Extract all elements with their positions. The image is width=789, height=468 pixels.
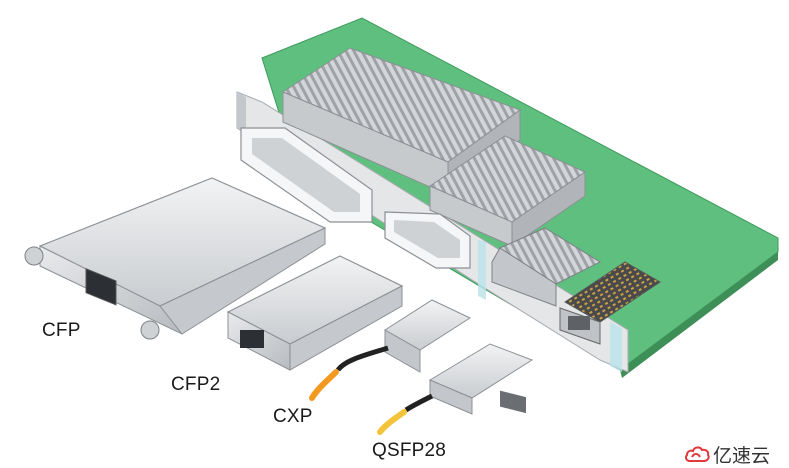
cxp-cable-orange — [309, 369, 339, 401]
pcb-board-edge — [620, 252, 778, 378]
qsfp28-cable-black — [404, 393, 434, 413]
cfp-screw-right — [140, 320, 160, 340]
cfp-lc-port — [85, 268, 117, 306]
label-cxp: CXP — [273, 406, 313, 427]
qsfp28-module-front — [429, 379, 473, 415]
cxp-cable-black — [335, 345, 389, 372]
qsfp28-port — [500, 390, 526, 414]
heatsink-small-side — [511, 171, 586, 247]
cfp-screw-left — [24, 246, 44, 266]
cfp-cage-inner — [252, 138, 360, 212]
cfp2-cage-inner — [394, 220, 460, 258]
cxp-port — [568, 316, 590, 330]
qsfp28-cable-yellow — [377, 409, 407, 435]
faceplate-side — [237, 92, 246, 132]
cfp2-module-side — [289, 285, 403, 371]
cxp-connector-top — [564, 261, 661, 323]
light-guide-2 — [610, 322, 622, 372]
watermark: 亿速云 — [684, 443, 771, 467]
label-qsfp28: QSFP28 — [372, 440, 447, 461]
cxp-module-front — [384, 329, 421, 373]
label-cfp: CFP — [42, 320, 81, 341]
label-cfp2: CFP2 — [171, 374, 221, 395]
cloud-logo-icon — [685, 446, 710, 462]
cfp-module-side — [159, 227, 326, 335]
watermark-text: 亿速云 — [713, 444, 771, 467]
qsfp28-cage-front — [491, 247, 557, 307]
light-guide — [478, 240, 486, 300]
cfp2-lc-port — [240, 330, 264, 348]
